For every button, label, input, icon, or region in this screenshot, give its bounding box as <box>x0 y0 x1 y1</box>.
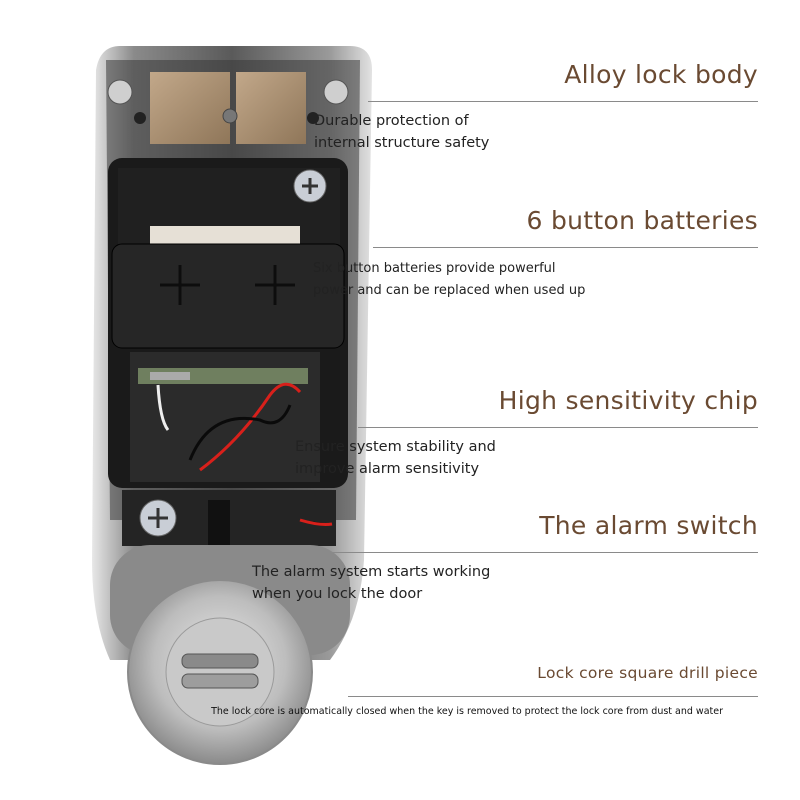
lock-cylinder <box>110 545 350 765</box>
callout-title: The alarm switch <box>539 511 758 540</box>
callout-description: The alarm system starts working when you… <box>252 564 491 602</box>
callout-button-batteries: 6 button batteries Six button batteries … <box>313 206 758 302</box>
callout-divider <box>368 101 758 102</box>
callout-title: Alloy lock body <box>564 60 758 89</box>
callout-description: Ensure system stability and improve alar… <box>295 439 496 477</box>
sensitivity-chip-board <box>130 352 320 482</box>
callout-divider <box>358 427 758 428</box>
callout-divider <box>373 247 758 248</box>
callout-alarm-switch: The alarm switch The alarm system starts… <box>252 511 758 605</box>
callout-lock-core: Lock core square drill piece The lock co… <box>211 664 758 719</box>
callout-divider <box>318 552 758 553</box>
callout-description: Durable protection of internal structure… <box>314 113 490 151</box>
callout-sensitivity-chip: High sensitivity chip Ensure system stab… <box>295 386 758 480</box>
callout-title: 6 button batteries <box>526 206 758 235</box>
callout-title: High sensitivity chip <box>498 386 758 415</box>
callout-description: The lock core is automatically closed wh… <box>211 706 723 717</box>
callout-title: Lock core square drill piece <box>537 664 758 682</box>
callout-description: Six button batteries provide powerful po… <box>313 261 586 298</box>
callout-divider <box>348 696 758 697</box>
callout-alloy-lock-body: Alloy lock body Durable protection of in… <box>314 60 758 154</box>
